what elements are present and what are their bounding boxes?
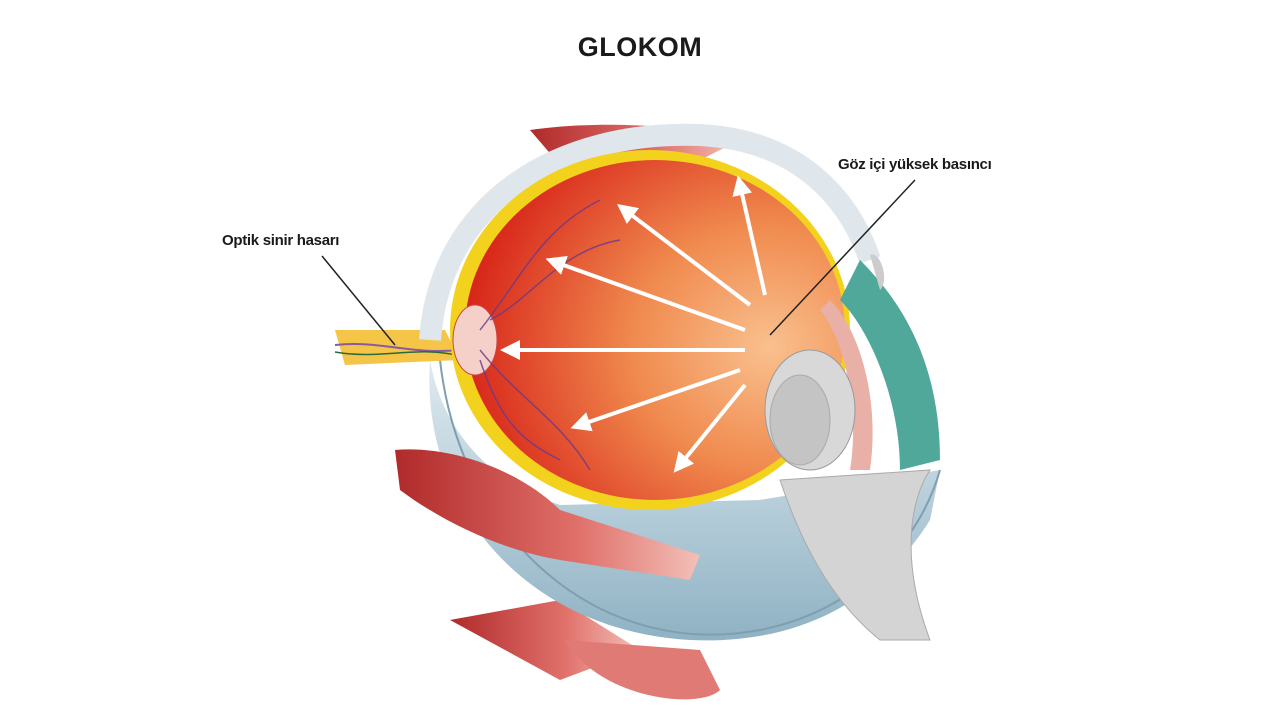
lower-muscle	[450, 600, 720, 700]
sclera	[345, 360, 940, 641]
optic-damage-leader-line	[321, 255, 396, 346]
label-high-eye-pressure: Göz içi yüksek basıncı	[838, 156, 992, 173]
blood-vessels	[479, 199, 621, 471]
retina	[465, 160, 845, 500]
pressure-arrows	[500, 175, 767, 473]
lens-cornea	[764, 254, 940, 641]
lateral-muscle	[395, 449, 700, 580]
label-optic-nerve-damage: Optik sinir hasarı	[222, 232, 340, 249]
diagram-title: GLOKOM	[577, 32, 703, 62]
pressure-leader-line	[769, 179, 916, 336]
